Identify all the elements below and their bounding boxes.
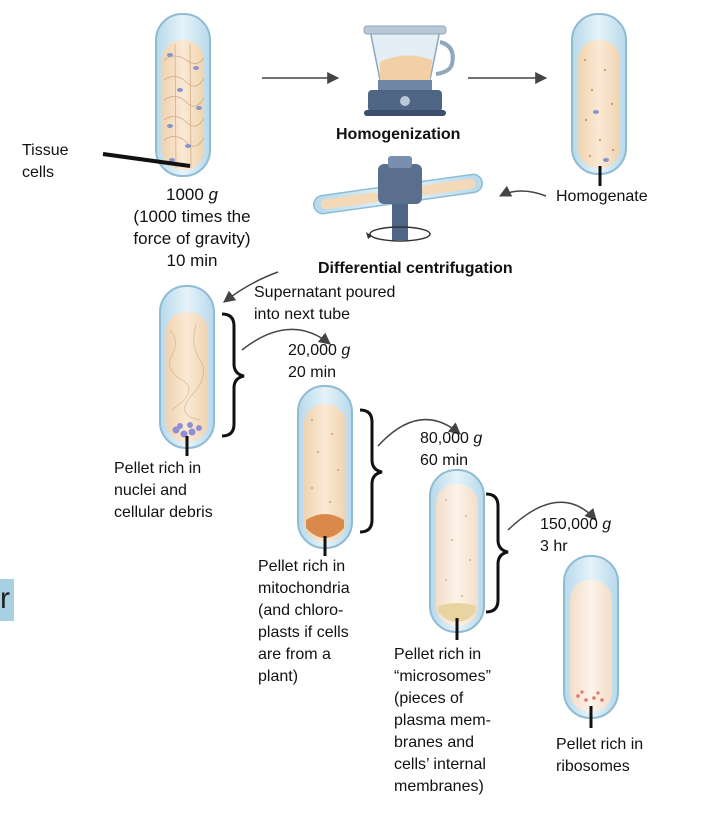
- brace-2: [359, 408, 383, 534]
- centrifuge-icon: [312, 156, 484, 242]
- tissue-cells-label: Tissue cells: [22, 142, 69, 181]
- pellet4-label: Pellet rich in ribosomes: [556, 736, 644, 775]
- side-tab: r: [0, 579, 14, 621]
- pellet2-label: Pellet rich in mitochondria (and chloro-…: [258, 558, 350, 685]
- homogenate-tube: [571, 13, 627, 175]
- tube-80000g: [429, 469, 485, 633]
- arrow-to-first-spin: [223, 271, 279, 303]
- supernatant-label: Supernatant poured into next tube: [254, 284, 396, 323]
- step3-label: 80,000 g 60 min: [420, 430, 483, 469]
- homogenate-label: Homogenate: [556, 188, 648, 205]
- brace-1: [221, 312, 245, 438]
- step4-label: 150,000 g 3 hr: [540, 516, 612, 555]
- pellet3-label: Pellet rich in “microsomes” (pieces of p…: [394, 646, 491, 795]
- differential-centrifugation-label: Differential centrifugation: [318, 260, 513, 277]
- step2-label: 20,000 g 20 min: [288, 342, 351, 381]
- tissue-pointer: [102, 152, 191, 168]
- arrow-to-centrifuge: [498, 185, 547, 197]
- side-tab-glyph: r: [0, 582, 10, 615]
- pellet1-label: Pellet rich in nuclei and cellular debri…: [114, 460, 213, 521]
- tube-1000g: [159, 285, 215, 449]
- homogenization-label: Homogenization: [336, 126, 461, 143]
- arrow-to-third-spin: [377, 418, 461, 447]
- step1-label: 1000 g: [165, 185, 219, 204]
- tube-20000g: [297, 385, 353, 549]
- tube-150000g: [563, 555, 619, 719]
- arrow-to-second-spin: [241, 328, 331, 351]
- brace-3: [485, 492, 509, 614]
- arrow-to-fourth-spin: [507, 501, 597, 531]
- tissue-tube: [155, 13, 211, 177]
- blender-icon: [363, 25, 455, 116]
- step1-detail: (1000 times the force of gravity) 10 min: [133, 207, 251, 270]
